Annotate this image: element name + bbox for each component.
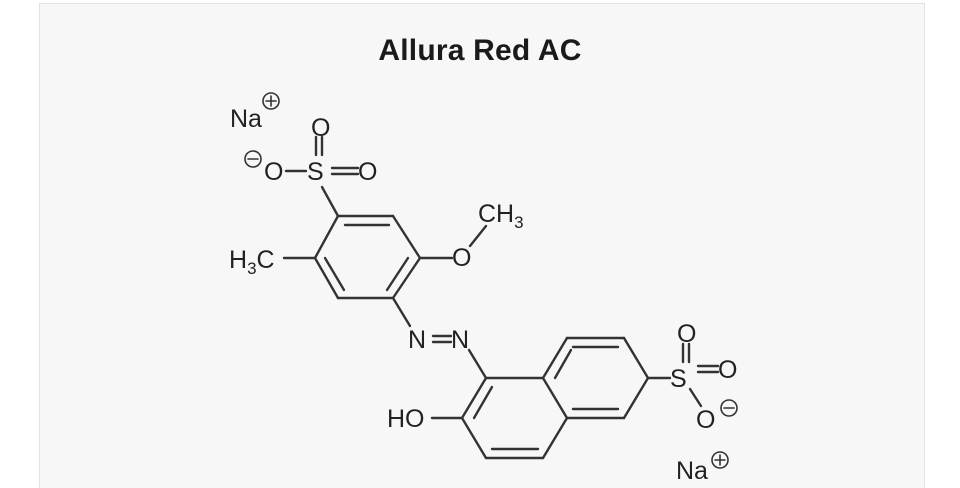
atom-s-sulfonate1: S <box>307 158 324 186</box>
atom-na-top: Na <box>230 105 262 133</box>
atom-o-sulfonate2-bottom: O <box>696 406 715 434</box>
diagram-title: Allura Red AC <box>378 34 582 67</box>
atom-na-bottom: Na <box>676 457 708 485</box>
atom-o-methoxy: O <box>452 244 471 272</box>
atom-n-azo-1: N <box>408 326 426 354</box>
atom-n-azo-2: N <box>451 326 469 354</box>
bond-azo-naphthalene <box>467 348 488 380</box>
atom-o-sulfonate2-right: O <box>718 356 737 384</box>
atom-o-sulfonate1-left: O <box>264 158 283 186</box>
benzene-ring <box>313 214 422 300</box>
diagram-card <box>39 3 925 488</box>
bond-s2-o-bottom <box>688 387 703 408</box>
naphthalene-left-ring <box>460 376 569 460</box>
atom-s-sulfonate2: S <box>670 365 687 393</box>
bond-methoxy-ch3 <box>468 224 488 248</box>
naphthalene-right-ring <box>541 336 650 420</box>
atom-o-sulfonate2-top: O <box>677 320 696 348</box>
atom-ch3-methoxy: CH3 <box>478 200 524 232</box>
bond-ring-azo <box>391 296 412 328</box>
atom-h3c-methyl: H3C <box>229 246 275 278</box>
bond-ring-sulfur1 <box>320 185 340 218</box>
atom-o-sulfonate1-right: O <box>358 158 377 186</box>
atom-o-sulfonate1-top: O <box>311 114 330 142</box>
atom-ho: HO <box>387 405 425 433</box>
